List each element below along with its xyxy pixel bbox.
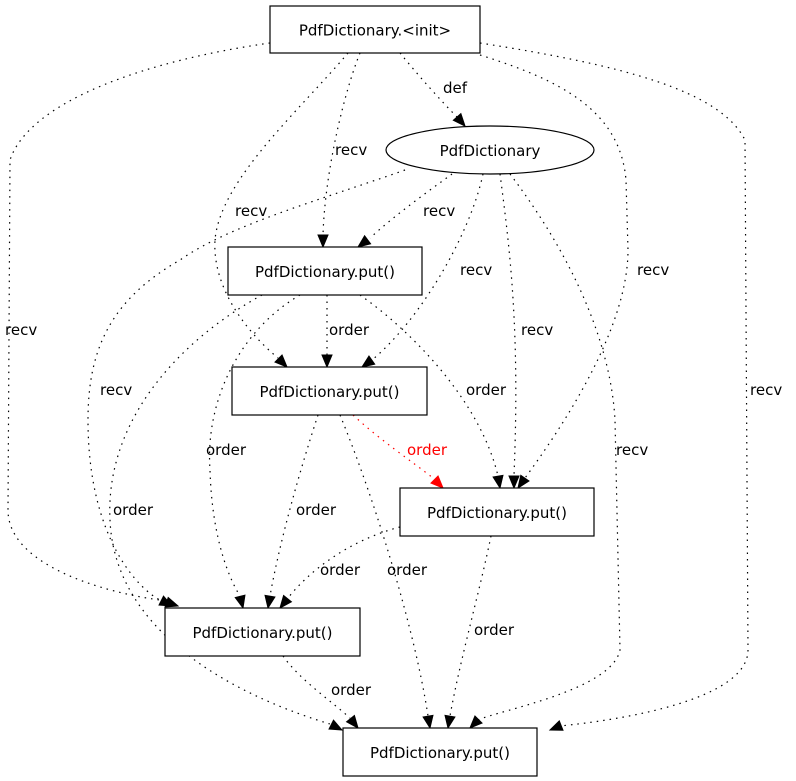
edge-label-order: order bbox=[206, 441, 247, 459]
edge-labels-layer: def recv recv recv recv recv recv recv recv recv r… bbox=[5, 79, 782, 699]
arrowhead-icon bbox=[264, 594, 276, 610]
arrowhead-icon bbox=[234, 594, 246, 610]
edge-label-recv: recv bbox=[521, 321, 553, 339]
edge-label-order: order bbox=[329, 321, 370, 339]
node-box bbox=[269, 5, 481, 54]
edge-label-recv: recv bbox=[5, 321, 37, 339]
node-box bbox=[399, 487, 595, 537]
edge-label-recv: recv bbox=[750, 381, 782, 399]
edge-line bbox=[87, 169, 406, 601]
edge-put1-to-put5 bbox=[109, 294, 344, 731]
arrowhead-icon bbox=[274, 354, 288, 368]
edge-put1-to-put2 bbox=[321, 295, 333, 369]
node-box bbox=[342, 727, 538, 777]
node-put3[interactable]: PdfDictionary.put() bbox=[399, 487, 595, 537]
edge-line bbox=[352, 414, 434, 479]
node-label: PdfDictionary.put() bbox=[192, 624, 332, 642]
node-label: PdfDictionary.put() bbox=[370, 744, 510, 762]
edge-line bbox=[449, 535, 492, 717]
edge-label-recv: recv bbox=[637, 261, 669, 279]
node-init[interactable]: PdfDictionary.<init> bbox=[269, 5, 481, 54]
edge-label-order: order bbox=[113, 501, 154, 519]
edge-label-order: order bbox=[320, 561, 361, 579]
edge-put2-to-put5 bbox=[339, 414, 434, 730]
edge-line bbox=[399, 52, 459, 119]
arrowhead-icon bbox=[321, 354, 333, 369]
node-label: PdfDictionary.put() bbox=[255, 263, 395, 281]
edge-line bbox=[359, 294, 499, 477]
arrowhead-icon bbox=[469, 715, 483, 729]
edge-label-order: order bbox=[387, 561, 428, 579]
edge-obj-to-put1 bbox=[356, 173, 453, 248]
edge-put1-to-put4 bbox=[208, 294, 301, 610]
arrowhead-icon bbox=[317, 234, 329, 249]
edge-init-to-put4 bbox=[7, 42, 271, 607]
edge-label-order: order bbox=[407, 441, 448, 459]
arrowhead-icon bbox=[548, 720, 564, 731]
edge-line bbox=[479, 42, 749, 727]
arrowhead-icon bbox=[430, 475, 444, 489]
edge-label-order: order bbox=[474, 621, 515, 639]
node-box bbox=[231, 366, 428, 416]
node-put1[interactable]: PdfDictionary.put() bbox=[227, 246, 423, 296]
edge-init-to-put1 bbox=[317, 52, 361, 249]
edge-label-order: order bbox=[466, 381, 507, 399]
node-label: PdfDictionary.put() bbox=[259, 383, 399, 401]
node-obj[interactable]: PdfDictionary bbox=[385, 125, 595, 175]
edge-label-recv: recv bbox=[423, 202, 455, 220]
arrowhead-icon bbox=[356, 234, 372, 248]
arrowhead-icon bbox=[345, 714, 359, 730]
edge-obj-to-put4 bbox=[87, 169, 406, 608]
node-label: PdfDictionary bbox=[440, 142, 541, 160]
edge-init-to-put5 bbox=[479, 42, 749, 731]
nodes-layer: PdfDictionary.<init> PdfDictionaryPdfDict… bbox=[164, 5, 595, 777]
edge-label-order: order bbox=[331, 681, 372, 699]
edge-label-def: def bbox=[443, 79, 468, 97]
edge-obj-to-put5 bbox=[469, 173, 621, 729]
edge-line bbox=[282, 655, 351, 719]
edge-label-recv: recv bbox=[235, 202, 267, 220]
node-ellipse bbox=[385, 125, 595, 175]
edge-label-order: order bbox=[296, 501, 337, 519]
arrowhead-icon bbox=[444, 714, 456, 730]
edge-put3-to-put5 bbox=[444, 535, 492, 730]
edge-label-recv: recv bbox=[460, 261, 492, 279]
edge-put4-to-put5 bbox=[282, 655, 359, 730]
node-box bbox=[227, 246, 423, 296]
edge-line bbox=[499, 173, 517, 476]
arrowhead-icon bbox=[492, 474, 504, 490]
edge-line bbox=[371, 173, 484, 361]
arrowhead-icon bbox=[328, 719, 344, 731]
edge-line bbox=[322, 52, 361, 236]
node-box bbox=[164, 607, 361, 657]
edge-label-recv: recv bbox=[616, 441, 648, 459]
edge-init-to-obj bbox=[399, 52, 466, 127]
node-put5[interactable]: PdfDictionary.put() bbox=[342, 727, 538, 777]
arrowhead-icon bbox=[508, 475, 520, 490]
edges-layer bbox=[7, 42, 749, 731]
edge-obj-to-put3 bbox=[499, 173, 520, 490]
edge-put2-to-put4 bbox=[264, 414, 319, 610]
edge-line bbox=[109, 294, 331, 725]
edge-put2-to-put3 bbox=[352, 414, 444, 489]
arrowhead-icon bbox=[517, 474, 530, 490]
edge-label-recv: recv bbox=[335, 141, 367, 159]
node-put2[interactable]: PdfDictionary.put() bbox=[231, 366, 428, 416]
node-label: PdfDictionary.put() bbox=[427, 504, 567, 522]
edge-label-recv: recv bbox=[100, 381, 132, 399]
arrowhead-icon bbox=[360, 355, 376, 368]
edge-put1-to-put3 bbox=[359, 294, 504, 490]
arrowhead-icon bbox=[422, 714, 434, 730]
arrowhead-icon bbox=[452, 112, 466, 127]
node-put4[interactable]: PdfDictionary.put() bbox=[164, 607, 361, 657]
edge-line bbox=[479, 54, 629, 479]
node-label: PdfDictionary.<init> bbox=[299, 22, 451, 40]
edge-init-to-put2 bbox=[214, 52, 349, 368]
edge-obj-to-put2 bbox=[360, 173, 484, 368]
arrowhead-icon bbox=[279, 594, 293, 610]
arrowhead-icon bbox=[164, 596, 180, 608]
edge-put3-to-put4 bbox=[279, 526, 401, 610]
edge-init-to-put3 bbox=[479, 54, 629, 490]
